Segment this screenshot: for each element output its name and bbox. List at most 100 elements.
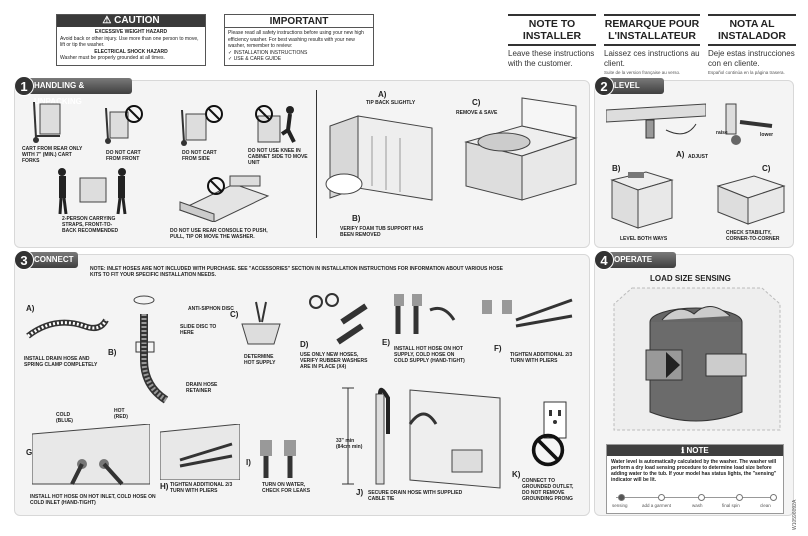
drain-hose-clamp-illustration <box>24 306 110 354</box>
load-size-title: LOAD SIZE SENSING <box>650 274 731 283</box>
status-label: final spin <box>722 503 740 508</box>
no-console-label: DO NOT USE REAR CONSOLE TO PUSH, PULL, T… <box>170 228 268 240</box>
height-min-label: 33" min (84cm min) <box>336 438 363 450</box>
warning-icon: ⚠ <box>102 15 115 26</box>
cart-side-illustration <box>176 108 212 146</box>
section-number: 1 <box>14 76 34 96</box>
pliers-tighten-illustration <box>476 290 580 346</box>
new-hoses-illustration <box>302 292 374 348</box>
adjust-label: ADJUST <box>688 154 709 160</box>
tighten-pliers-label-f: TIGHTEN ADDITIONAL 2/3 TURN WITH PLIERS <box>510 352 573 364</box>
status-label: add a garment <box>642 503 672 508</box>
step-i-marker: I) <box>246 458 251 467</box>
cold-label: COLD (BLUE) <box>56 412 73 424</box>
prohibited-icon <box>254 104 274 124</box>
caution-heading-shock: ELECTRICAL SHOCK HAZARD <box>94 48 168 55</box>
note-panel: ℹ NOTE Water level is automatically calc… <box>606 444 784 514</box>
two-person-label: 2-PERSON CARRYING STRAPS, FRONT-TO-BACK … <box>62 216 119 234</box>
hot-supply-label: DETERMINE HOT SUPPLY <box>244 354 276 366</box>
step-c-marker: C) <box>472 98 481 107</box>
status-dot <box>698 494 705 501</box>
step-e-marker: E) <box>382 338 390 347</box>
no-knee-label: DO NOT USE KNEE IN CABINET SIDE TO MOVE … <box>248 148 308 166</box>
section-level-header: 2 LEVEL <box>594 76 664 96</box>
no-front-label: DO NOT CART FROM FRONT <box>106 150 141 162</box>
caution-text-shock: Washer must be properly grounded at all … <box>60 55 165 61</box>
washer-tipped-illustration <box>322 106 442 206</box>
wrench-illustration <box>716 96 786 148</box>
raise-label: raise <box>716 130 728 136</box>
hot-label: HOT (RED) <box>114 408 128 420</box>
washer-lid-open-illustration <box>452 96 580 204</box>
status-label: clean <box>760 503 771 508</box>
drain-retainer-label: DRAIN HOSE RETAINER <box>186 382 218 394</box>
status-label: sensing <box>612 503 628 508</box>
tighten-pliers-label-h: TIGHTEN ADDITIONAL 2/3 TURN WITH PLIERS <box>170 482 233 494</box>
prohibited-icon <box>124 104 144 124</box>
remove-save-label: REMOVE & SAVE <box>456 110 498 116</box>
important-item-usecare: ✓ USE & CARE GUIDE <box>228 56 282 62</box>
section-number: 3 <box>14 250 34 270</box>
no-side-label: DO NOT CART FROM SIDE <box>182 150 217 162</box>
washer-inlets-illustration <box>32 424 150 488</box>
note-installer-fr: REMARQUE POUR L'INSTALLATEUR Laissez ces… <box>604 14 700 75</box>
secure-drain-label: SECURE DRAIN HOSE WITH SUPPLIED CABLE TI… <box>368 490 463 502</box>
note-title-es: NOTA AL INSTALADOR <box>708 14 796 46</box>
caution-title: ⚠ CAUTION <box>57 15 205 27</box>
install-hot-cold-illustration <box>386 290 458 340</box>
drain-standpipe-illustration <box>340 384 504 494</box>
caution-box: ⚠ CAUTION EXCESSIVE WEIGHT HAZARD Avoid … <box>56 14 206 66</box>
note-title-en: NOTE TO INSTALLER <box>508 14 596 46</box>
note-title: NOTE <box>686 446 709 455</box>
anti-siphon-label: ANTI-SIPHON DISC <box>188 306 234 312</box>
status-dot <box>618 494 625 501</box>
level-both-ways-label: LEVEL BOTH WAYS <box>620 236 668 242</box>
new-hoses-label: USE ONLY NEW HOSES, VERIFY RUBBER WASHER… <box>300 352 368 370</box>
install-inlets-label: INSTALL HOT HOSE ON HOT INLET, COLD HOSE… <box>30 494 156 506</box>
section-title: CONNECT <box>34 255 74 264</box>
step-j-marker: J) <box>356 488 364 497</box>
note-installer-en: NOTE TO INSTALLER Leave these instructio… <box>508 14 596 74</box>
rear-console-illustration <box>174 166 274 222</box>
section-number: 2 <box>594 76 614 96</box>
caution-heading-weight: EXCESSIVE WEIGHT HAZARD <box>94 29 168 35</box>
section-title: HANDLING & UNPACKING <box>34 81 85 106</box>
important-item-install: ✓ INSTALLATION INSTRUCTIONS <box>228 49 308 56</box>
drain-hose-retainer-illustration <box>118 290 188 408</box>
status-dot <box>770 494 777 501</box>
status-line <box>616 497 776 498</box>
step-h-marker: H) <box>160 482 169 491</box>
check-leaks-label: TURN ON WATER, CHECK FOR LEAKS <box>262 482 311 494</box>
verify-foam-label: VERIFY FOAM TUB SUPPORT HAS BEEN REMOVED <box>340 226 424 238</box>
section-title: LEVEL <box>614 81 640 90</box>
step-b-marker: B) <box>352 214 361 223</box>
step-c-marker: C) <box>230 310 239 319</box>
status-dot <box>736 494 743 501</box>
check-stability-label: CHECK STABILITY, CORNER-TO-CORNER <box>726 230 780 242</box>
step-g-marker: G) <box>26 448 35 457</box>
section-operate-header: 4 OPERATE <box>594 250 676 270</box>
cart-rear-label: CART FROM REAR ONLY WITH 7" (MIN.) CART … <box>22 146 83 164</box>
cart-rear-illustration <box>26 100 70 144</box>
status-dot <box>658 494 665 501</box>
section-title: OPERATE <box>614 255 653 264</box>
note-small-fr: Suite de la version française au verso. <box>604 70 681 75</box>
load-sensing-illustration <box>612 284 782 434</box>
install-hot-cold-label: INSTALL HOT HOSE ON HOT SUPPLY, COLD HOS… <box>394 346 465 364</box>
note-text-fr: Laissez ces instructions au client. <box>604 49 700 68</box>
note-small-es: Español continúa en la página trasera. <box>708 70 785 75</box>
section-connect-header: 3 CONNECT <box>14 250 78 270</box>
prohibited-icon <box>530 432 566 468</box>
step-a-marker: A) <box>26 304 35 313</box>
outlet-illustration <box>540 400 570 440</box>
info-icon: ℹ <box>681 446 687 455</box>
section-number: 4 <box>594 250 614 270</box>
lower-label: lower <box>760 132 774 138</box>
leveling-leg-illustration <box>606 100 706 150</box>
step-d-marker: D) <box>300 340 309 349</box>
step-b-marker: B) <box>612 164 621 173</box>
turn-on-water-illustration <box>250 430 314 480</box>
install-drain-hose-label: INSTALL DRAIN HOSE AND SPRING CLAMP COMP… <box>24 356 98 368</box>
pliers-inlet-illustration <box>160 424 240 480</box>
divider <box>316 90 317 238</box>
